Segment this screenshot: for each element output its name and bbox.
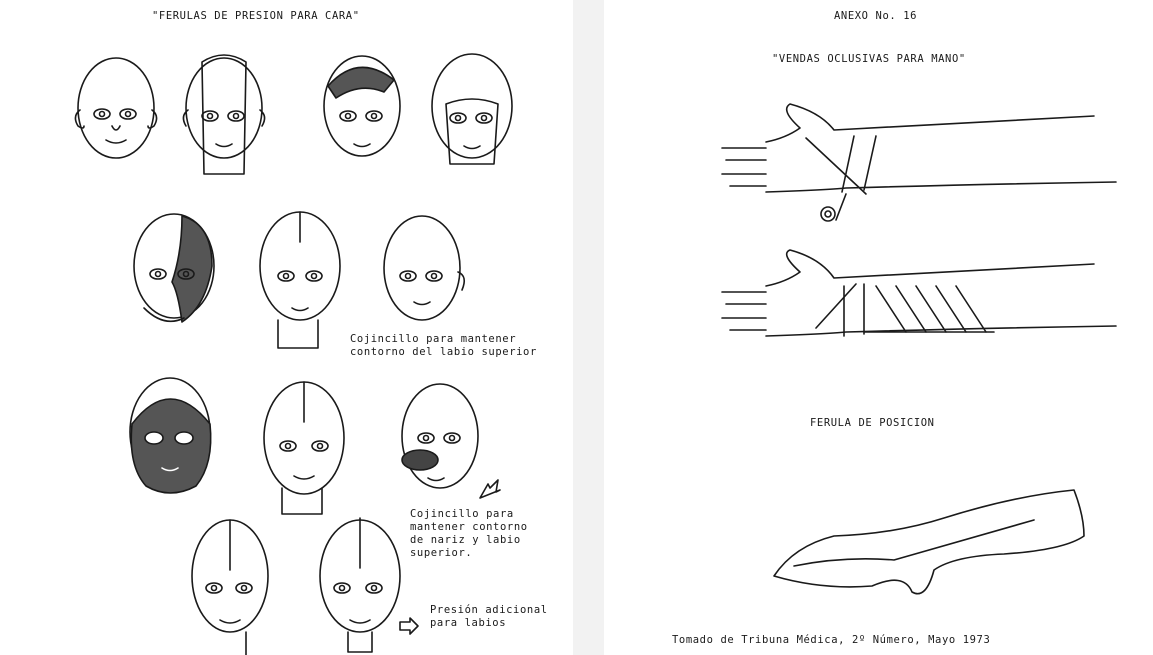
splint-subtitle: FERULA DE POSICION [810, 417, 935, 429]
head-illustration-icon [392, 378, 492, 508]
left-page-ferulas-cara: "FERULAS DE PRESION PARA CARA" [0, 0, 573, 655]
head-illustration-icon [252, 204, 352, 354]
arrow-right-icon [478, 478, 502, 500]
head-illustration-icon [314, 46, 414, 186]
head-illustration-icon [122, 204, 232, 344]
caption-additional-lip-pressure: Presión adicional para labios [430, 604, 548, 630]
right-page-title: "VENDAS OCLUSIVAS PARA MANO" [772, 53, 966, 65]
arrow-right-icon [398, 616, 420, 636]
head-illustration-icon [176, 48, 276, 188]
source-citation: Tomado de Tribuna Médica, 2º Número, May… [672, 634, 990, 646]
head-illustration-icon [372, 208, 482, 348]
head-illustration-icon [424, 46, 524, 186]
arm-bandage-illustration-icon [716, 248, 1126, 368]
caption-upper-lip-cushion: Cojincillo para mantener contorno del la… [350, 333, 537, 359]
arm-bandage-illustration-icon [716, 102, 1126, 232]
caption-nose-lip-cushion: Cojincillo para mantener contorno de nar… [410, 508, 528, 560]
hand-splint-illustration-icon [764, 486, 1104, 606]
head-illustration-icon [122, 372, 222, 502]
head-illustration-icon [68, 48, 168, 178]
left-page-title: "FERULAS DE PRESION PARA CARA" [152, 10, 360, 22]
right-page-vendas-mano: ANEXO No. 16 "VENDAS OCLUSIVAS PARA MANO… [604, 0, 1153, 655]
head-illustration-icon [312, 514, 412, 655]
page-gutter [573, 0, 604, 655]
annex-number: ANEXO No. 16 [834, 10, 917, 22]
head-illustration-icon [186, 516, 276, 655]
head-illustration-icon [256, 376, 356, 516]
